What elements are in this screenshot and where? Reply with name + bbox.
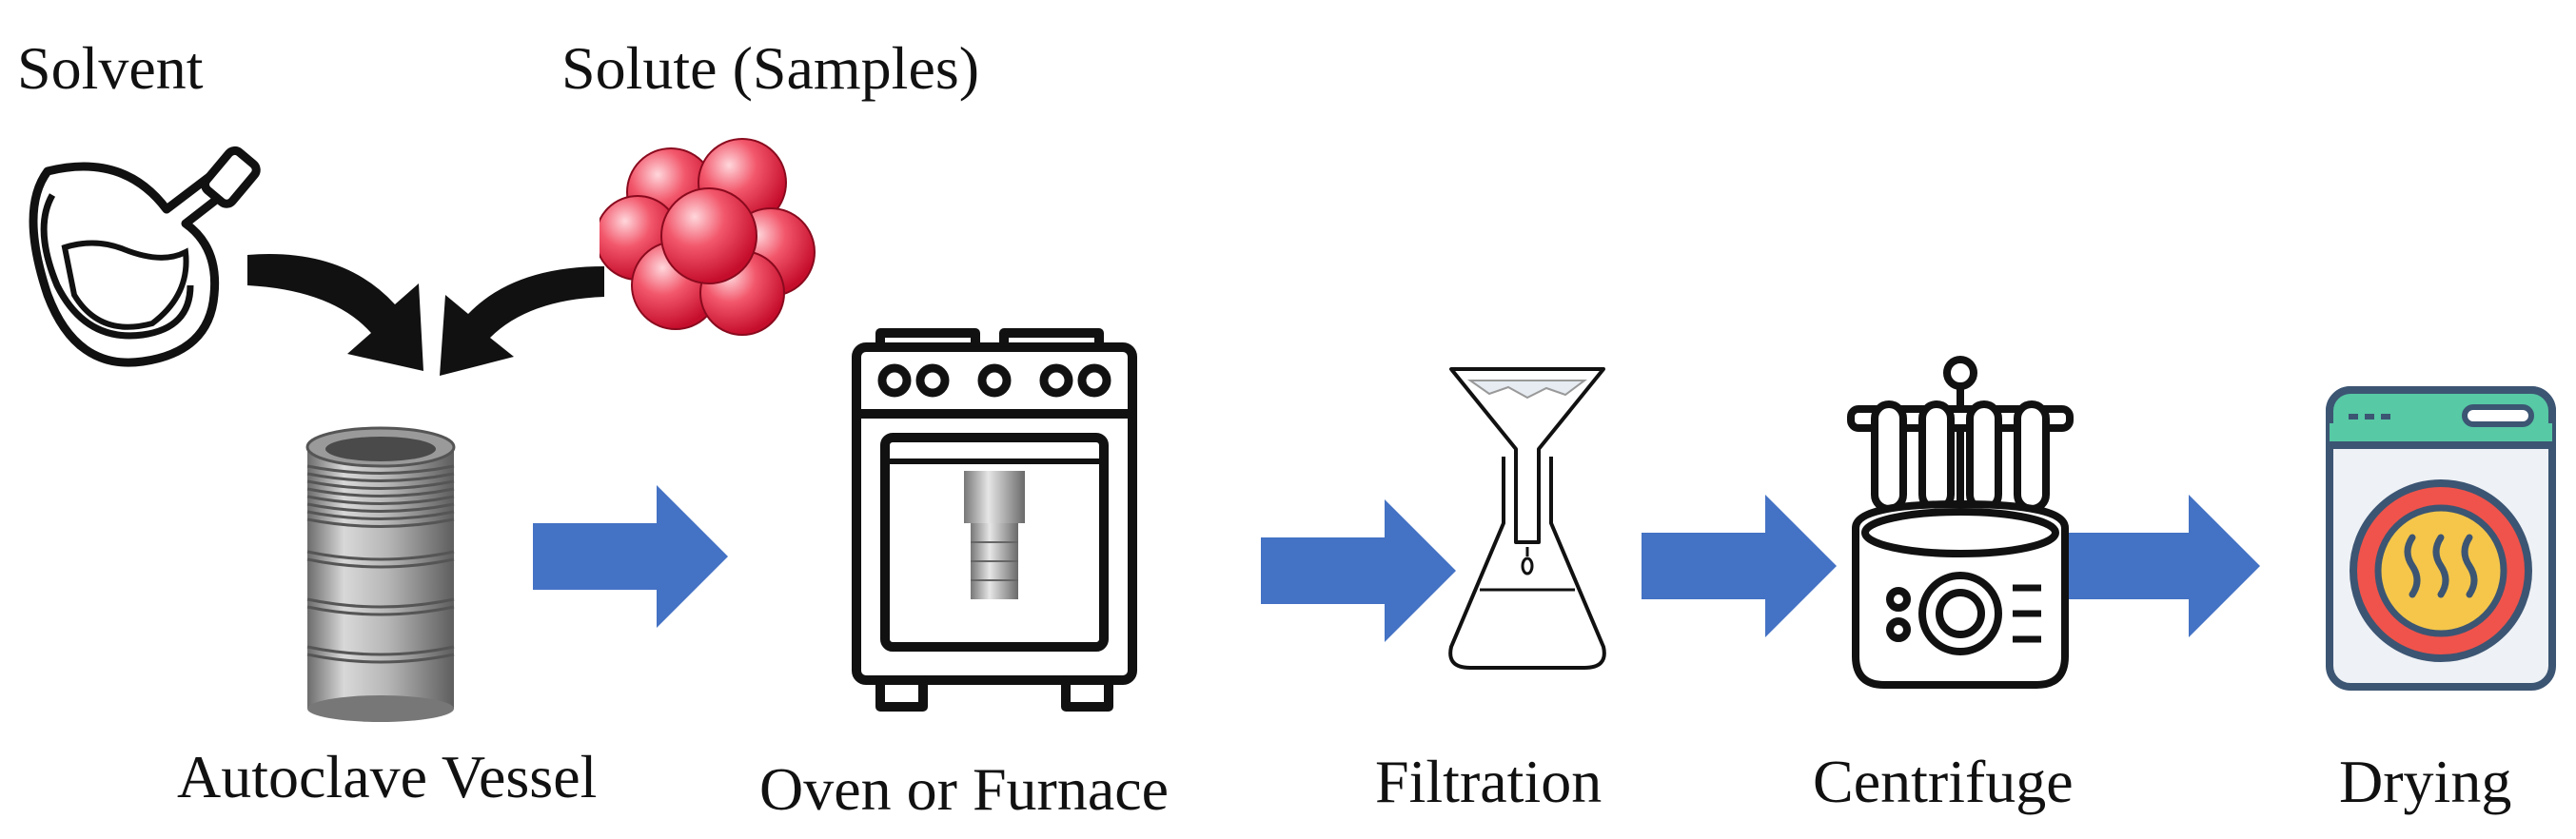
centrifuge-icon [1847,356,2074,689]
step-label-filtration: Filtration [1375,748,1603,815]
solvent-arrow-icon [247,254,423,371]
flow-arrow-icon [2065,495,2260,637]
step-label-autoclave: Autoclave Vessel [177,743,598,810]
flow-arrow-icon [1642,495,1837,637]
filtration-flask-icon [1448,367,1606,670]
solute-label: Solute (Samples) [561,34,980,102]
input-arrows [247,254,604,376]
flow-arrow-icon [1261,499,1456,642]
solute-arrow-icon [440,266,604,376]
solvent-label: Solvent [17,34,204,102]
autoclave-vessel-icon [305,426,456,722]
flow-arrow-icon [533,485,728,628]
molecule-icon [600,138,816,336]
step-label-centrifuge: Centrifuge [1813,748,2074,815]
oven-icon [852,328,1137,712]
washing-machine-icon [2326,386,2556,691]
step-label-oven: Oven or Furnace [759,755,1170,823]
flask-icon [29,146,261,367]
step-label-drying: Drying [2339,748,2512,815]
